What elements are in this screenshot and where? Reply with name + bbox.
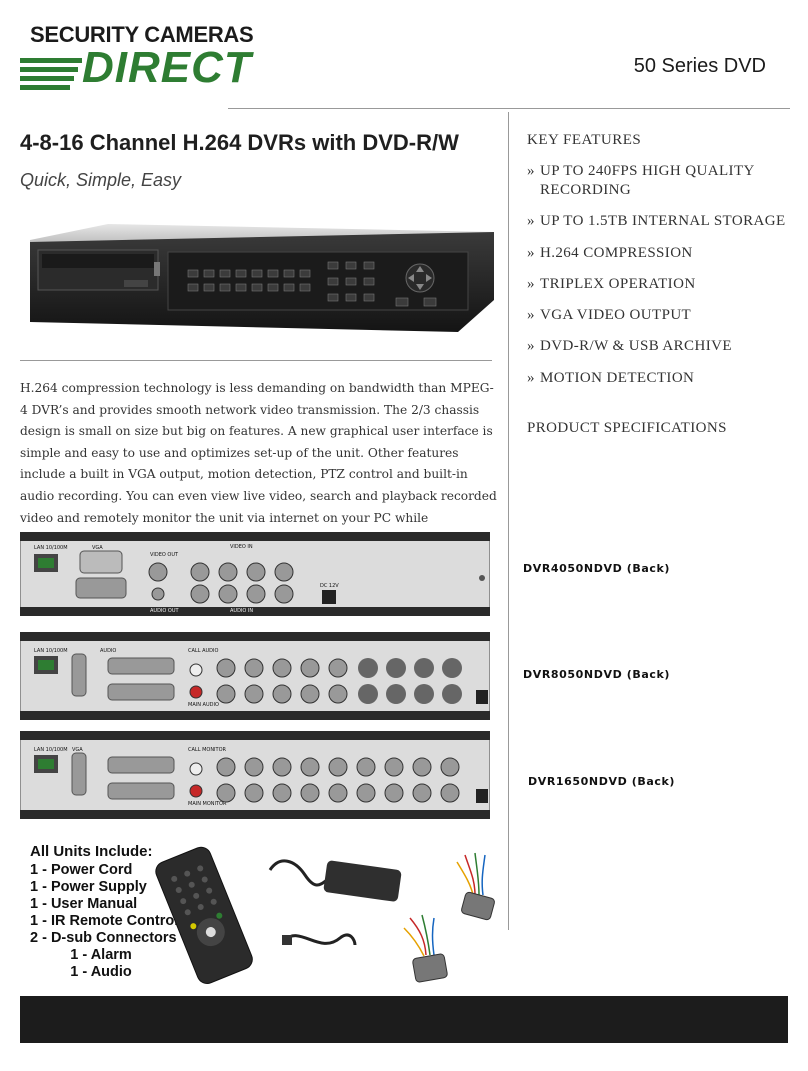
main-monitor-label: MAIN MONITOR [188, 801, 227, 807]
audio-out-label: AUDIO OUT [150, 608, 180, 614]
includes-item: 1 - Alarm [30, 947, 132, 963]
video-in-label: VIDEO IN [230, 544, 253, 550]
dvr-front-image [30, 224, 494, 332]
vga-label: VGA [72, 747, 83, 753]
dsub-connector-image-1 [456, 852, 495, 921]
bullet-icon: » [527, 213, 535, 230]
header-divider [228, 108, 790, 109]
bullet-icon: » [527, 338, 535, 355]
main-audio-label: MAIN AUDIO [188, 702, 219, 708]
back-panel-label-4ch: DVR4050NDVD (Back) [523, 562, 671, 575]
brand-word: DIRECT [82, 43, 252, 92]
key-feature-item: »MOTION DETECTION [527, 369, 695, 386]
footer-bar [20, 996, 788, 1043]
back-panel-label-16ch: DVR1650NDVD (Back) [528, 775, 676, 788]
dc-label: DC 12V [320, 583, 339, 589]
key-features-list: »UP TO 240FPS HIGH QUALITY RECORDING »UP… [527, 162, 787, 400]
bullet-icon: » [527, 369, 535, 386]
back-panel-4ch: LAN 10/100M VGA VIDEO OUT AUDIO OUT VIDE… [20, 532, 490, 616]
vga-label: VGA [92, 545, 103, 551]
includes-item: 1 - Power Cord [30, 862, 133, 878]
bullet-icon: » [527, 244, 535, 261]
includes-list: 1 - Power Cord 1 - Power Supply 1 - User… [30, 862, 178, 981]
key-feature-item: »TRIPLEX OPERATION [527, 275, 696, 292]
bullet-icon: » [527, 307, 535, 324]
key-feature-item: »H.264 COMPRESSION [527, 244, 693, 261]
dsub-connector-image-2 [403, 914, 448, 983]
includes-item: 1 - User Manual [30, 896, 138, 912]
includes-item: 2 - D-sub Connectors [30, 930, 177, 946]
power-supply-image [268, 859, 402, 902]
lan-label: LAN 10/100M [34, 545, 68, 551]
bullet-icon: » [527, 275, 535, 292]
series-title: 50 Series DVD [633, 55, 766, 77]
brand-top-line: SECURITY CAMERAS [30, 22, 254, 47]
remote-control-image [155, 846, 253, 984]
includes-item: 1 - Audio [30, 964, 132, 980]
video-out-label: VIDEO OUT [150, 552, 179, 558]
audio-in-label: AUDIO IN [230, 608, 253, 614]
includes-heading: All Units Include: [30, 843, 153, 860]
key-feature-item: »VGA VIDEO OUTPUT [527, 307, 692, 324]
audio-label: AUDIO [100, 648, 116, 654]
call-audio-label: CALL AUDIO [188, 648, 218, 654]
key-feature-item: »DVD-R/W & USB ARCHIVE [527, 338, 732, 355]
power-cord-image [282, 933, 357, 946]
lan-label: LAN 10/100M [34, 648, 68, 654]
includes-item: 1 - IR Remote Control [30, 913, 179, 929]
key-feature-item: »UP TO 1.5TB INTERNAL STORAGE [527, 213, 786, 230]
includes-item: 1 - Power Supply [30, 879, 147, 895]
product-description: H.264 compression technology is less dem… [20, 381, 497, 546]
section-divider [20, 360, 492, 361]
bullet-icon: » [527, 163, 535, 179]
key-features-heading: KEY FEATURES [527, 132, 642, 148]
back-panel-8ch: LAN 10/100M AUDIO CALL AUDIO MAIN AUDIO [20, 632, 490, 720]
product-specifications-heading: PRODUCT SPECIFICATIONS [527, 420, 727, 436]
page-subtitle: Quick, Simple, Easy [20, 170, 182, 190]
column-divider [508, 112, 509, 930]
page-title: 4-8-16 Channel H.264 DVRs with DVD-R/W [20, 130, 459, 155]
back-panel-label-8ch: DVR8050NDVD (Back) [523, 668, 671, 681]
back-panel-16ch: LAN 10/100M VGA CALL MONITOR MAIN MONITO… [20, 731, 490, 819]
lan-label: LAN 10/100M [34, 747, 68, 753]
key-feature-item: »UP TO 240FPS HIGH QUALITY RECORDING [527, 163, 755, 198]
call-monitor-label: CALL MONITOR [188, 747, 227, 753]
brand-logo-stripes [20, 58, 82, 90]
